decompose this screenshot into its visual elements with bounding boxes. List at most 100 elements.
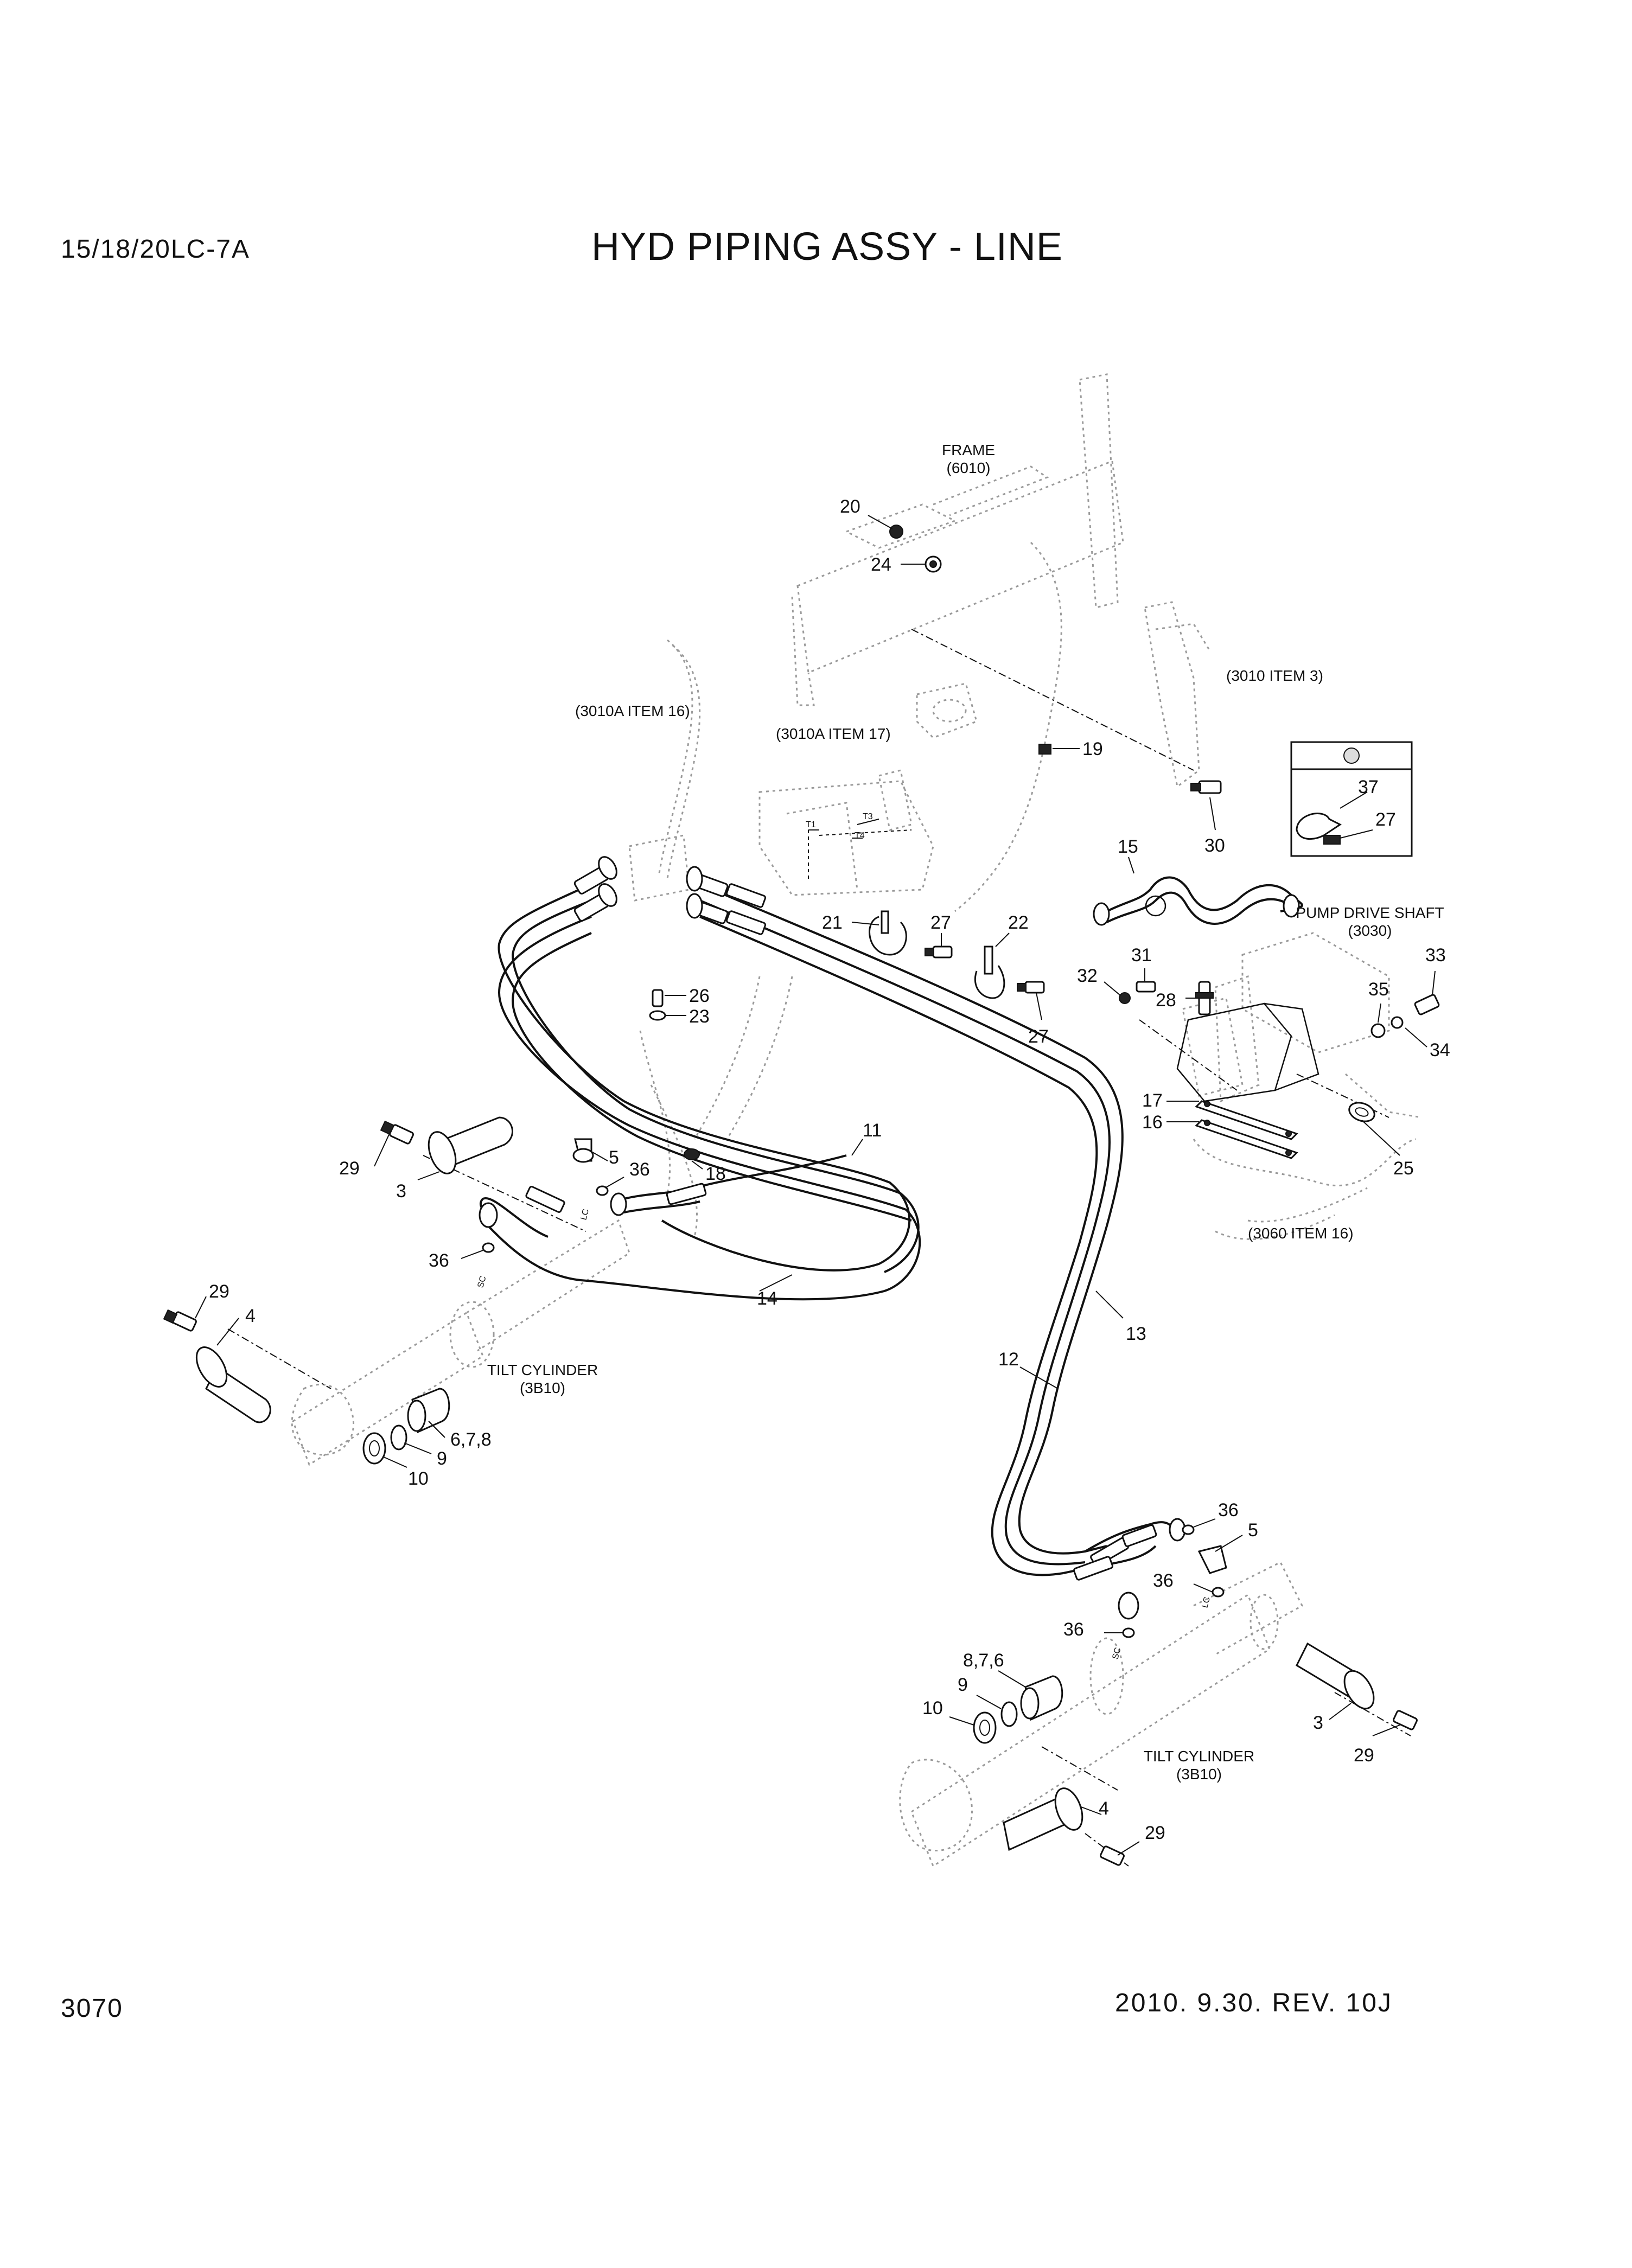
frame-ghost <box>628 373 1211 1237</box>
ref-frame: FRAME <box>942 442 995 458</box>
washer-32 <box>1119 992 1131 1004</box>
callout-16: 16 <box>1142 1112 1163 1133</box>
callout-5-a: 5 <box>609 1147 619 1168</box>
bolt-29-a <box>380 1120 414 1145</box>
callout-26: 26 <box>689 986 710 1006</box>
bolt-27-b <box>1017 981 1045 994</box>
callout-29-d: 29 <box>1145 1823 1165 1843</box>
callout-6-7-8: 6,7,8 <box>450 1429 492 1450</box>
port-labels: T1 T3 T4 LC SC LC SC <box>476 812 1212 1660</box>
callout-8-7-6: 8,7,6 <box>963 1650 1004 1671</box>
pin-3-left <box>428 1116 513 1174</box>
ref-3060-item-16: (3060 ITEM 16) <box>1248 1225 1354 1242</box>
callout-5-b: 5 <box>1248 1520 1258 1541</box>
callout-9-b: 9 <box>958 1675 968 1695</box>
elbow-5-left <box>572 1138 594 1163</box>
nut-24 <box>925 555 942 573</box>
hose-end-fittings <box>479 856 1300 1620</box>
hose-11 <box>498 883 920 1273</box>
callout-17: 17 <box>1142 1090 1163 1111</box>
callout-34: 34 <box>1430 1040 1450 1060</box>
ref-frame-code: (6010) <box>947 459 991 476</box>
hose-13 <box>699 916 1178 1576</box>
callout-36-d: 36 <box>1153 1570 1174 1591</box>
ref-tilt-cylinder-right-code: (3B10) <box>1176 1766 1222 1783</box>
inset-clamp-box <box>1290 741 1413 857</box>
port-lc-left: LC <box>579 1208 591 1221</box>
callout-29-a: 29 <box>339 1158 360 1179</box>
callout-20: 20 <box>840 496 860 517</box>
bushing-876-right <box>1020 1675 1063 1721</box>
callout-27-b: 27 <box>1028 1026 1049 1047</box>
bolt-29-c <box>1393 1710 1418 1730</box>
callout-4-a: 4 <box>245 1306 256 1326</box>
pin-3-right <box>1296 1642 1375 1710</box>
callout-25: 25 <box>1393 1158 1414 1179</box>
callout-numbers: 20 24 19 30 37 27 15 21 27 22 27 26 23 3… <box>209 496 1450 1843</box>
callout-18: 18 <box>705 1164 726 1184</box>
callout-35: 35 <box>1368 979 1389 1000</box>
oring-36-a <box>596 1185 609 1196</box>
washer-34 <box>1391 1016 1404 1029</box>
clip-19 <box>1038 744 1051 755</box>
callout-27-inset: 27 <box>1375 809 1396 830</box>
callout-22: 22 <box>1008 912 1029 933</box>
washer-9-left <box>390 1424 407 1451</box>
bolt-30 <box>1190 780 1222 794</box>
callout-29-c: 29 <box>1354 1745 1374 1766</box>
callout-9-a: 9 <box>437 1448 447 1469</box>
pin-4-right <box>1003 1787 1083 1851</box>
fitting-26 <box>652 989 664 1007</box>
callout-3-a: 3 <box>396 1181 406 1202</box>
oring-36-e <box>1122 1627 1135 1638</box>
callout-leaders <box>195 515 1436 1856</box>
callout-36-b: 36 <box>429 1250 449 1271</box>
hose-12 <box>699 883 1124 1566</box>
assembly-centerlines <box>227 629 1411 1867</box>
hose-clamp-25 <box>1348 1102 1375 1122</box>
port-t3: T3 <box>863 812 873 821</box>
tilt-cylinder-right-ghost <box>899 1561 1303 1868</box>
callout-36-a: 36 <box>629 1159 650 1180</box>
seal-23 <box>649 1010 666 1021</box>
callout-36-e: 36 <box>1063 1619 1084 1640</box>
bolt-33 <box>1414 994 1440 1015</box>
callout-14: 14 <box>757 1288 777 1309</box>
ref-tilt-cylinder-left-code: (3B10) <box>520 1379 565 1396</box>
callout-13: 13 <box>1126 1324 1146 1344</box>
callout-19: 19 <box>1082 739 1103 759</box>
washer-10-left <box>362 1432 386 1465</box>
callout-33: 33 <box>1425 945 1446 966</box>
ref-pump-drive-shaft: PUMP DRIVE SHAFT <box>1296 904 1444 921</box>
page-number: 3070 <box>61 1994 123 2023</box>
elbow-5-right <box>1197 1545 1227 1574</box>
reference-labels: FRAME (6010) (3010 ITEM 3) (3010A ITEM 1… <box>487 442 1444 1783</box>
callout-10-b: 10 <box>922 1698 943 1718</box>
bolt-20 <box>889 525 903 539</box>
callout-12: 12 <box>998 1349 1019 1370</box>
ref-3010a-item-17: (3010A ITEM 17) <box>776 725 891 742</box>
tilt-cylinder-left-ghost <box>291 1219 630 1466</box>
bushing-678-left <box>407 1388 450 1434</box>
oring-36-d <box>1212 1587 1225 1598</box>
plate-17 <box>1195 1100 1298 1140</box>
pump-ghost <box>1182 932 1422 1240</box>
bolt-29-d <box>1100 1845 1125 1866</box>
callout-30: 30 <box>1204 835 1225 856</box>
port-t1: T1 <box>806 820 816 829</box>
fitting-28 <box>1195 981 1214 1015</box>
callout-28: 28 <box>1156 990 1176 1011</box>
bolt-31 <box>1136 981 1156 993</box>
callout-3-b: 3 <box>1313 1713 1323 1733</box>
hose-14 <box>482 916 921 1301</box>
port-lc-right: LC <box>1200 1596 1212 1609</box>
callout-4-b: 4 <box>1099 1798 1109 1819</box>
callout-37: 37 <box>1358 777 1379 797</box>
callout-29-b: 29 <box>209 1281 229 1302</box>
washer-10-right <box>973 1711 997 1744</box>
ref-3010a-item-16: (3010A ITEM 16) <box>575 702 690 719</box>
pump-body <box>1176 1002 1319 1102</box>
clamp-22 <box>974 945 1005 999</box>
oring-36-c <box>1182 1524 1195 1535</box>
